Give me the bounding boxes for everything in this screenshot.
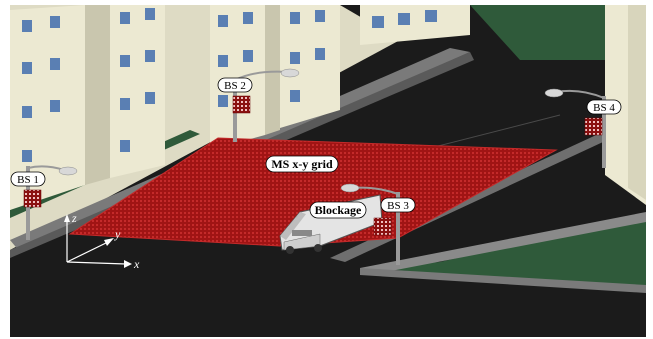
bs3-antenna-icon (374, 218, 391, 235)
bs1-label: BS 1 (11, 172, 45, 186)
ms-grid-label: MS x-y grid (266, 156, 338, 172)
svg-text:Blockage: Blockage (315, 203, 362, 217)
svg-text:MS x-y grid: MS x-y grid (271, 157, 333, 171)
bs1-antenna-icon (24, 190, 41, 207)
bs2-label: BS 2 (218, 78, 252, 92)
x-axis-label: x (133, 257, 140, 271)
svg-text:BS 4: BS 4 (593, 102, 615, 114)
bs4-label: BS 4 (587, 100, 621, 114)
blockage-label: Blockage (310, 202, 366, 218)
svg-text:BS 3: BS 3 (387, 200, 409, 212)
y-axis-label: y (114, 227, 121, 241)
svg-text:BS 2: BS 2 (224, 80, 246, 92)
z-axis-label: z (71, 211, 77, 225)
bs3-label: BS 3 (381, 198, 415, 212)
bs2-antenna-icon (233, 96, 250, 113)
bs4-antenna-icon (585, 118, 602, 135)
svg-text:BS 1: BS 1 (17, 174, 39, 186)
